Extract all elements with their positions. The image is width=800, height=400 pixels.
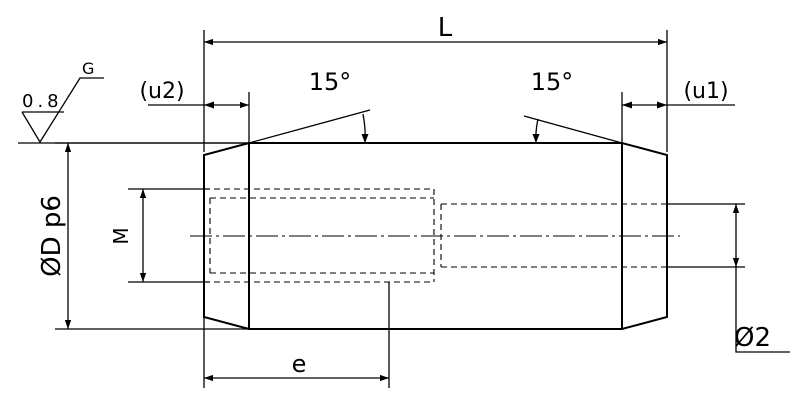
through-hole-hidden-lines [440, 203, 667, 268]
dimension-thread-depth: e [203, 282, 390, 388]
dimension-length: L [203, 13, 668, 152]
roughness-grade: G [82, 59, 94, 78]
dimension-hole-diameter: Ø2 [667, 203, 790, 353]
thread-depth-label: e [292, 350, 307, 378]
chamfer-angle-right: 15° [523, 68, 623, 144]
dimension-thread: M [109, 188, 210, 283]
chamfer-angle-right-label: 15° [531, 68, 574, 96]
dimension-u1-label: (u1) [683, 79, 728, 104]
chamfer-angle-left-label: 15° [309, 68, 352, 96]
hole-diameter-label: Ø2 [734, 323, 771, 353]
threaded-hole-hidden-lines [204, 188, 435, 283]
roughness-value: 0.8 [22, 91, 63, 112]
dimension-diameter: ØD p6 [37, 142, 249, 330]
dimension-L-label: L [438, 13, 453, 43]
thread-label: M [109, 227, 133, 244]
chamfer-angle-left: 15° [248, 68, 371, 144]
diameter-label: ØD p6 [37, 195, 67, 277]
dimension-u2: (u2) [139, 79, 250, 143]
dimension-u1: (u1) [621, 79, 735, 143]
dimension-u2-label: (u2) [139, 79, 184, 104]
surface-roughness-symbol: 0.8 G [18, 59, 249, 144]
